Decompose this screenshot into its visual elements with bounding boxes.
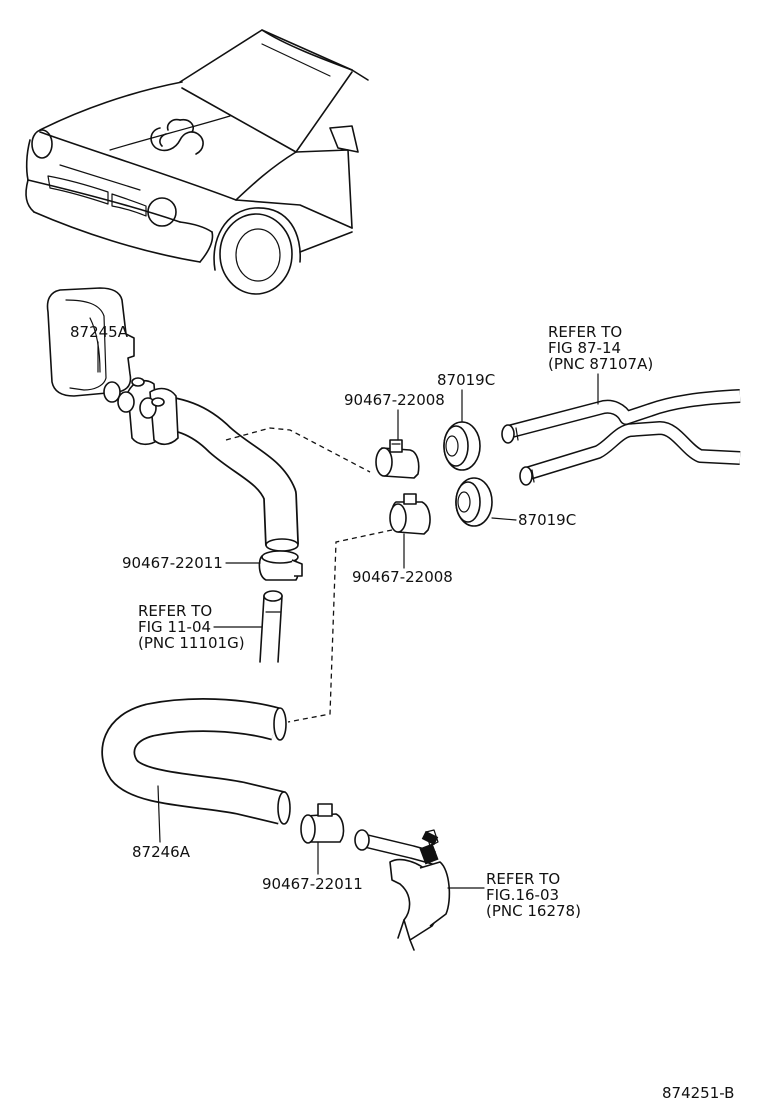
- heater-pipes[interactable]: [501, 389, 741, 486]
- label-clamp-bottom: 90467-22008: [352, 568, 453, 586]
- connector-upper: [225, 427, 371, 473]
- hose-87246a[interactable]: [101, 698, 291, 825]
- ref-engine-line1: REFER TO: [138, 602, 212, 620]
- ref-heater-line2: FIG 87-14: [548, 339, 621, 357]
- label-87245a: 87245A: [70, 323, 129, 341]
- ref-heater-line3: (PNC 87107A): [548, 355, 653, 373]
- label-clamp-top: 90467-22008: [344, 391, 445, 409]
- clamp-90467-22011-lower[interactable]: [300, 803, 345, 844]
- label-87246a: 87246A: [132, 843, 191, 861]
- grommet-87019c-upper[interactable]: [443, 421, 481, 471]
- hose-87245a[interactable]: [46, 287, 299, 552]
- water-valve[interactable]: [354, 829, 451, 951]
- car-location-sketch: [25, 29, 369, 295]
- label-grommet-upper: 87019C: [437, 371, 495, 389]
- ref-valve-line3: (PNC 16278): [486, 902, 581, 920]
- grommet-87019c-lower[interactable]: [455, 477, 493, 527]
- clamp-90467-22011-left[interactable]: [258, 550, 303, 581]
- leader-grommet-lower: [491, 517, 517, 521]
- label-clamp-lower: 90467-22011: [262, 875, 363, 893]
- engine-pipe[interactable]: [259, 590, 283, 663]
- label-clamp-left: 90467-22011: [122, 554, 223, 572]
- ref-engine-line3: (PNC 11101G): [138, 634, 245, 652]
- ref-valve-line1: REFER TO: [486, 870, 560, 888]
- label-grommet-lower: 87019C: [518, 511, 576, 529]
- ref-engine-line2: FIG 11-04: [138, 618, 211, 636]
- leader-87246a: [157, 785, 161, 843]
- ref-valve-line2: FIG.16-03: [486, 886, 559, 904]
- figure-id: 874251-B: [662, 1084, 734, 1102]
- ref-heater-line1: REFER TO: [548, 323, 622, 341]
- clamp-90467-22008-bottom[interactable]: [389, 493, 431, 535]
- connector-lower: [287, 529, 393, 723]
- clamp-90467-22008-top[interactable]: [375, 439, 420, 479]
